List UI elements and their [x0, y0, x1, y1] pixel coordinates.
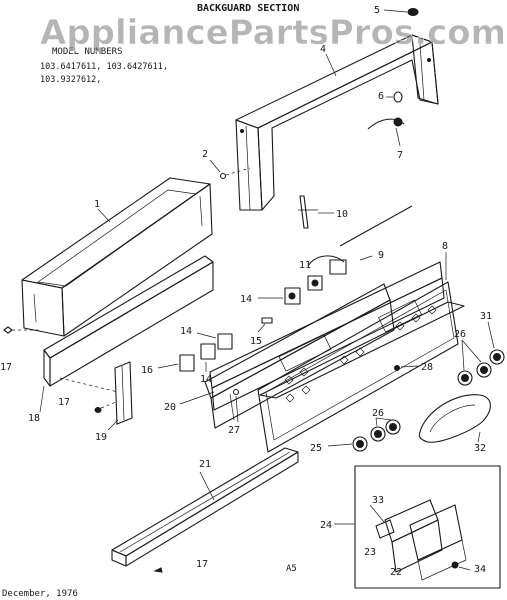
- part-21-leader: [199, 471, 215, 501]
- callout-2: 2: [202, 149, 208, 160]
- part-26-knobs-lower: [370, 417, 401, 442]
- part-19-bracket: [59, 361, 133, 425]
- lower-panel: [43, 255, 214, 387]
- callout-31: 31: [480, 311, 492, 322]
- part-17-screw-left: [3, 326, 38, 334]
- callout-14-low: 14: [200, 374, 212, 385]
- callout-6: 6: [378, 91, 384, 102]
- part-18-leader: [39, 385, 45, 413]
- part-27-indicator: [232, 388, 240, 423]
- part-21-trim: [111, 447, 299, 567]
- part-16-switch: [157, 354, 195, 372]
- callout-14-mid: 14: [180, 326, 192, 337]
- section-title: BACKGUARD SECTION: [197, 3, 299, 14]
- callout-7: 7: [397, 150, 403, 161]
- part-19-leader: [107, 419, 119, 431]
- callout-23: 23: [364, 547, 376, 558]
- part-7-wire-clip: [367, 117, 405, 147]
- callout-32: 32: [474, 443, 486, 454]
- part-6-grommet: [386, 91, 403, 103]
- rear-panel: [21, 177, 213, 337]
- callout-21: 21: [199, 459, 211, 470]
- callout-17-left: 17: [0, 362, 12, 373]
- callout-4: 4: [320, 44, 326, 55]
- part-10-clip: [298, 195, 334, 229]
- control-panel-face: [257, 281, 459, 453]
- callout-24: 24: [320, 520, 332, 531]
- callout-15: 15: [250, 336, 262, 347]
- callout-14-top: 14: [240, 294, 252, 305]
- backguard-top-panel: [235, 34, 439, 211]
- callout-34: 34: [474, 564, 486, 575]
- part-14-switch-lower: [200, 343, 216, 372]
- clock-assembly-box: [334, 465, 501, 589]
- part-2-screw: [209, 159, 251, 180]
- control-panel-housing: [209, 261, 465, 411]
- part-14-switch-mid: [196, 332, 233, 350]
- part-20-leader: [179, 391, 215, 405]
- part-14-switch-upper: [258, 287, 301, 305]
- callout-25: 25: [310, 443, 322, 454]
- callout-10: 10: [336, 209, 348, 220]
- callout-26-lower: 26: [372, 408, 384, 419]
- watermark: AppliancePartsPros.com: [40, 13, 506, 53]
- callout-33: 33: [372, 495, 384, 506]
- model-label: MODEL NUMBERS: [52, 47, 122, 57]
- control-panel-inner: [204, 283, 395, 429]
- footer-page-code: A5: [286, 564, 297, 574]
- callout-17-bottom: 17: [196, 559, 208, 570]
- part-11-switch: [307, 275, 323, 291]
- part-17-screw-mid: [94, 401, 117, 413]
- callout-26-upper: 26: [454, 329, 466, 340]
- callout-22: 22: [390, 567, 402, 578]
- callout-20: 20: [164, 402, 176, 413]
- part-26-knobs-upper: [457, 339, 492, 386]
- footer-date: December, 1976: [2, 589, 78, 599]
- callout-28: 28: [421, 362, 433, 373]
- callout-16: 16: [141, 365, 153, 376]
- part-15-screw: [257, 317, 273, 333]
- part-1-leader: [97, 208, 111, 223]
- part-28-screw: [394, 365, 419, 371]
- part-17-screw-bottom: [153, 567, 163, 573]
- model-line-2: 103.9327612,: [40, 75, 101, 85]
- part-9-wire: [307, 205, 413, 275]
- part-4-leader: [325, 53, 337, 77]
- part-31-knob: [487, 321, 505, 365]
- callout-17-mid: 17: [58, 397, 70, 408]
- callout-18: 18: [28, 413, 40, 424]
- callout-19: 19: [95, 432, 107, 443]
- part-25-knob: [327, 436, 368, 452]
- part-32-lens: [418, 394, 491, 443]
- callout-11: 11: [299, 260, 311, 271]
- callout-8: 8: [442, 241, 448, 252]
- callout-9: 9: [378, 250, 384, 261]
- callout-27: 27: [228, 425, 240, 436]
- part-5-fastener: [383, 8, 419, 16]
- callout-5: 5: [374, 5, 380, 16]
- model-line-1: 103.6417611, 103.6427611,: [40, 62, 168, 72]
- callout-1: 1: [94, 199, 100, 210]
